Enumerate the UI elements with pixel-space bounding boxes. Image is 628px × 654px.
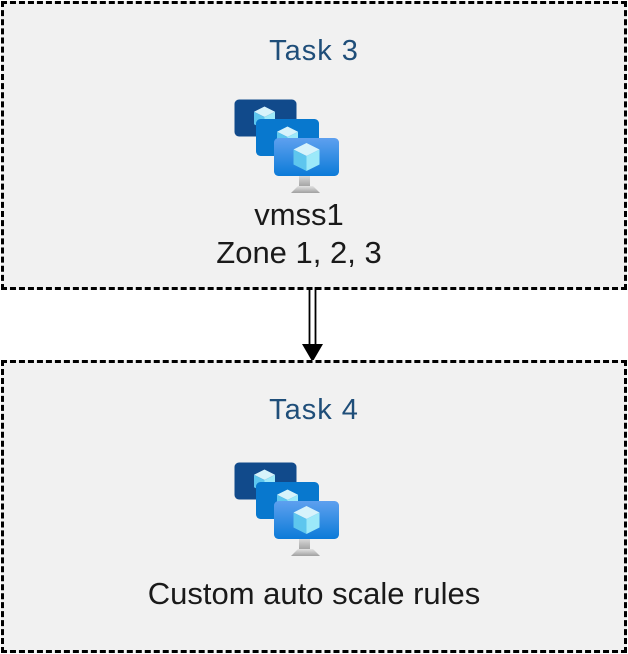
monitor-stand-neck <box>299 537 310 550</box>
monitor-stand-neck <box>299 174 310 187</box>
zones-label: Zone 1, 2, 3 <box>216 235 382 270</box>
cube-front <box>293 506 320 534</box>
monitor-stand-base <box>291 186 320 193</box>
task3-caption: vmss1 Zone 1, 2, 3 <box>4 196 624 272</box>
task4-box: Task 4 Custom auto scale rules <box>1 360 627 653</box>
monitor-stand-base <box>291 549 320 556</box>
task4-caption: Custom auto scale rules <box>4 575 624 613</box>
autoscale-rules-label: Custom auto scale rules <box>147 576 481 611</box>
task4-title: Task 4 <box>269 394 359 426</box>
vm-scale-sets-icon <box>234 462 339 556</box>
arrow-down-icon <box>302 287 323 362</box>
vmss-name-label: vmss1 <box>254 197 344 232</box>
cube-front <box>293 143 320 171</box>
vm-scale-sets-icon <box>234 99 339 193</box>
task3-title: Task 3 <box>269 35 359 67</box>
task3-box: Task 3 vmss1 Zone 1, 2, 3 <box>1 1 627 290</box>
